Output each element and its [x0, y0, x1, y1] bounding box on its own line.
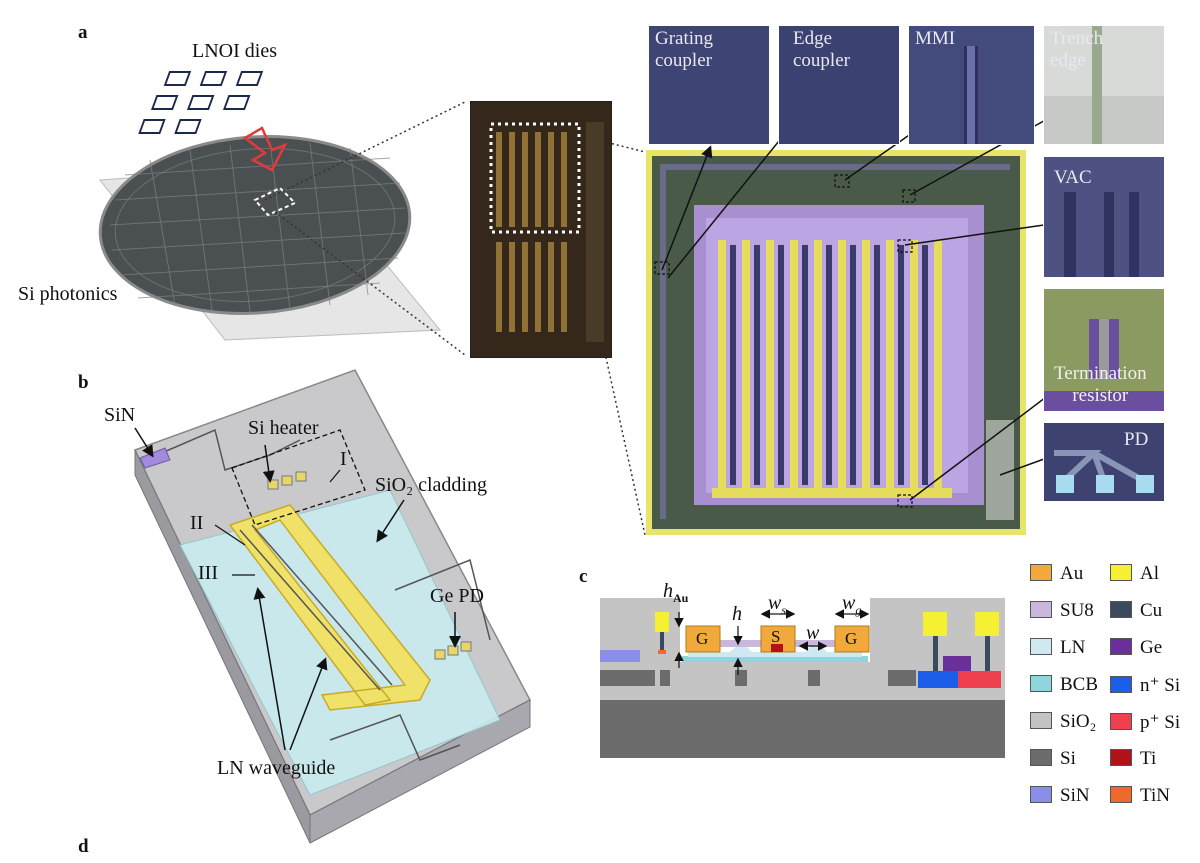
legend-swatch [1030, 786, 1052, 803]
legend-swatch [1110, 676, 1132, 693]
legend-swatch [1030, 712, 1052, 729]
ge-pd-label: Ge PD [430, 585, 484, 607]
tile-pd-label: PD [1124, 429, 1149, 450]
legend-swatch [1110, 638, 1132, 655]
tile-termination-resistor: Termination resistor [1043, 288, 1165, 412]
tile-grating-coupler-label: Grating coupler [655, 28, 714, 71]
legend-swatch [1030, 638, 1052, 655]
legend-label: Cu [1140, 600, 1163, 621]
legend-item: SU8 [1030, 600, 1094, 622]
legend-swatch [1110, 564, 1132, 581]
si-photonics-label: Si photonics [18, 283, 118, 305]
legend-item: p⁺ Si [1110, 711, 1180, 734]
legend-item: SiO₂ [1030, 711, 1096, 733]
tile-grating-coupler: Grating coupler [648, 25, 770, 145]
legend-swatch [1110, 749, 1132, 766]
ws-label: ws [768, 592, 787, 617]
sio2-cladding-label: SiO₂ cladding [375, 474, 487, 496]
legend-swatch [1030, 749, 1052, 766]
panel-label-b: b [78, 372, 89, 393]
legend-label: SiN [1060, 785, 1090, 806]
tile-mmi-label: MMI [915, 28, 956, 49]
tile-edge-coupler-label: Edge coupler [793, 28, 850, 71]
tile-termination-resistor-label: Termination resistor [1054, 363, 1147, 406]
legend-item: Si [1030, 748, 1076, 770]
legend-item: SiN [1030, 785, 1090, 807]
red-bonding-arrow [242, 126, 288, 172]
legend-item: BCB [1030, 674, 1098, 696]
legend-label: Ti [1140, 748, 1157, 769]
legend-swatch [1110, 786, 1132, 803]
legend-label: BCB [1060, 674, 1099, 695]
panel-label-d: d [78, 836, 89, 857]
legend-item: Ti [1110, 748, 1156, 770]
si-heater-label: Si heater [248, 417, 319, 439]
legend-label: Al [1140, 563, 1159, 584]
zoom-region-outline [489, 122, 581, 234]
legend-label: p⁺ Si [1140, 712, 1181, 733]
legend-item: Al [1110, 563, 1159, 585]
panel-label-a: a [78, 22, 88, 43]
legend-item: Au [1030, 563, 1083, 585]
w-label: w [806, 622, 820, 644]
legend-item: n⁺ Si [1110, 674, 1180, 697]
tile-mmi: MMI [908, 25, 1035, 145]
legend-label: Au [1060, 563, 1084, 584]
selected-die-outline [253, 186, 297, 217]
g-left-label: G [696, 629, 709, 648]
tile-trench-edge: Trench edge [1043, 25, 1165, 145]
tile-pd: PD [1043, 422, 1165, 502]
h-label: h [732, 603, 742, 625]
panel-label-c: c [579, 566, 588, 587]
legend-swatch [1110, 713, 1132, 730]
legend-label: TiN [1140, 785, 1170, 806]
legend-swatch [1030, 675, 1052, 692]
s-center-label: S [771, 627, 781, 646]
tile-vac-label: VAC [1054, 167, 1092, 188]
region-iii-label: III [198, 562, 218, 584]
legend-item: TiN [1110, 785, 1170, 807]
legend-label: SU8 [1060, 600, 1094, 621]
legend-swatch [1030, 601, 1052, 618]
ln-waveguide-label: LN waveguide [217, 757, 336, 779]
region-i-label: I [340, 448, 347, 470]
au-electrode [228, 504, 431, 711]
region-i-outline [231, 429, 366, 526]
legend-label: Si [1060, 748, 1076, 769]
legend-item: Ge [1110, 637, 1162, 659]
tile-vac: VAC [1043, 156, 1165, 278]
legend-item: Cu [1110, 600, 1162, 622]
legend-swatch [1030, 564, 1052, 581]
h-au-label: hAu [663, 580, 689, 605]
sin-label: SiN [104, 404, 136, 426]
chip-layout-image [646, 150, 1026, 535]
legend-item: LN [1030, 637, 1085, 659]
tile-edge-coupler: Edge coupler [778, 25, 900, 145]
legend-label: SiO₂ [1060, 711, 1097, 732]
tile-trench-edge-label: Trench edge [1050, 28, 1104, 71]
g-right-label: G [845, 629, 858, 648]
lnoi-dies-label: LNOI dies [192, 40, 277, 62]
region-ii-label: II [190, 512, 204, 534]
legend-label: n⁺ Si [1140, 675, 1181, 696]
wg-label: wg [842, 592, 862, 617]
die-micrograph [470, 101, 612, 358]
legend-label: Ge [1140, 637, 1163, 658]
si-wafer [98, 135, 412, 315]
legend-swatch [1110, 601, 1132, 618]
legend-label: LN [1060, 637, 1086, 658]
